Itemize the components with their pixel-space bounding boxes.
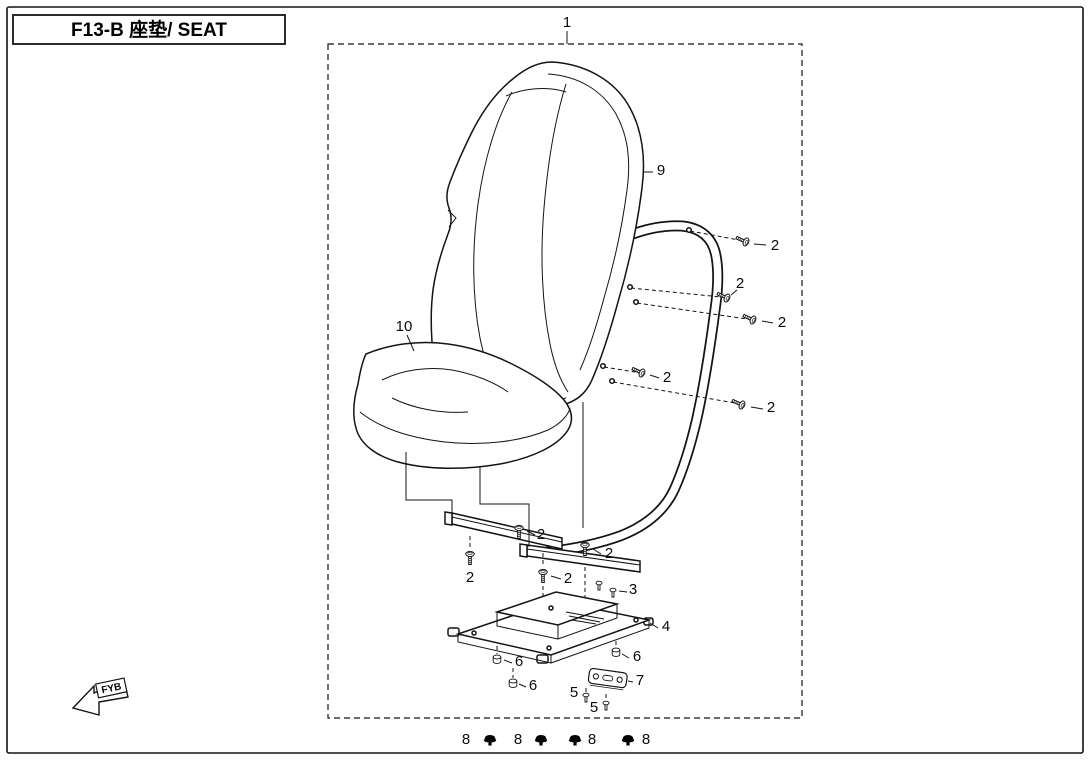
callout-label-8: 8 <box>514 731 522 748</box>
title-box-frame <box>12 14 286 45</box>
spacer-icon <box>492 654 502 664</box>
callout-label-2: 2 <box>466 569 474 586</box>
callout-label-1: 1 <box>563 14 571 31</box>
leader-line <box>621 653 630 659</box>
screw-icon <box>734 233 751 248</box>
callout-label-2: 2 <box>767 399 775 416</box>
callout-label-3: 3 <box>629 581 637 598</box>
callout-label-6: 6 <box>633 648 641 665</box>
leader-line <box>730 289 738 296</box>
direction-arrow: FYB <box>71 677 129 716</box>
page-border <box>6 6 1084 754</box>
seat-cushion-seam-2 <box>391 397 469 413</box>
callout-label-5: 5 <box>570 684 578 701</box>
seat-back-seam-right <box>541 83 569 393</box>
latch-bracket <box>587 667 628 691</box>
leader-line <box>592 548 602 555</box>
callout-label-2: 2 <box>778 314 786 331</box>
seat-base-plate <box>447 591 654 664</box>
seat-cushion-outline <box>353 341 573 470</box>
assembly-boundary <box>327 43 803 719</box>
leader-line <box>518 683 527 688</box>
leader-line <box>761 320 774 324</box>
callout-label-10: 10 <box>396 318 413 335</box>
direction-label-box <box>94 677 128 699</box>
seat-frame-tube <box>541 220 724 558</box>
spacer-icon <box>611 647 621 657</box>
callout-label-2: 2 <box>605 545 613 562</box>
leader-line <box>550 575 562 580</box>
seat-cushion-seam-1 <box>381 367 509 393</box>
plate-thickness <box>457 620 650 664</box>
cap-icon <box>534 735 548 746</box>
callout-label-8: 8 <box>588 731 596 748</box>
spacer-icon <box>508 678 518 688</box>
seat-cushion-edge <box>359 407 571 444</box>
callout-label-9: 9 <box>657 162 665 179</box>
direction-label: FYB <box>101 681 123 696</box>
seat-back-shell-line <box>547 73 630 371</box>
callout-label-7: 7 <box>636 672 644 689</box>
callout-label-5: 5 <box>590 699 598 716</box>
leader-line <box>618 590 628 593</box>
leader-line <box>649 374 660 379</box>
leader-line <box>503 659 513 664</box>
callout-label-8: 8 <box>462 731 470 748</box>
seat-back-seam-top <box>505 88 567 97</box>
title-box: F13-B 座垫/ SEAT <box>12 14 286 45</box>
callout-label-2: 2 <box>564 570 572 587</box>
seat-cushion <box>353 341 573 470</box>
page-title: F13-B 座垫/ SEAT <box>71 18 227 41</box>
leader-line <box>649 622 659 629</box>
leader-line <box>753 243 767 246</box>
callout-label-2: 2 <box>771 237 779 254</box>
leader-line <box>406 334 415 352</box>
riser-box-sides <box>496 604 618 640</box>
callout-label-2: 2 <box>537 526 545 543</box>
screw-icon <box>730 396 747 411</box>
callout-label-2: 2 <box>663 369 671 386</box>
callout-label-6: 6 <box>529 677 537 694</box>
cap-icon <box>483 735 497 746</box>
bolt-icon <box>582 692 590 703</box>
bolt-icon <box>602 700 610 711</box>
leader-line <box>627 680 634 683</box>
screw-icon <box>465 550 475 565</box>
leader-line <box>750 406 764 410</box>
cap-icon <box>568 735 582 746</box>
callout-label-4: 4 <box>662 618 670 635</box>
bolt-icon <box>609 587 617 598</box>
callout-label-6: 6 <box>515 653 523 670</box>
callout-label-2: 2 <box>736 275 744 292</box>
mount-connector-lines <box>405 402 584 547</box>
slider-rail-rear <box>519 543 641 573</box>
slider-rail-front <box>444 511 563 550</box>
cap-icon <box>621 735 635 746</box>
screw-icon <box>538 568 548 583</box>
leader-line <box>526 530 536 536</box>
seat-back-notch <box>447 209 457 228</box>
screw-alignment-lines <box>599 226 748 404</box>
callout-label-8: 8 <box>642 731 650 748</box>
bolt-icon <box>595 580 603 591</box>
